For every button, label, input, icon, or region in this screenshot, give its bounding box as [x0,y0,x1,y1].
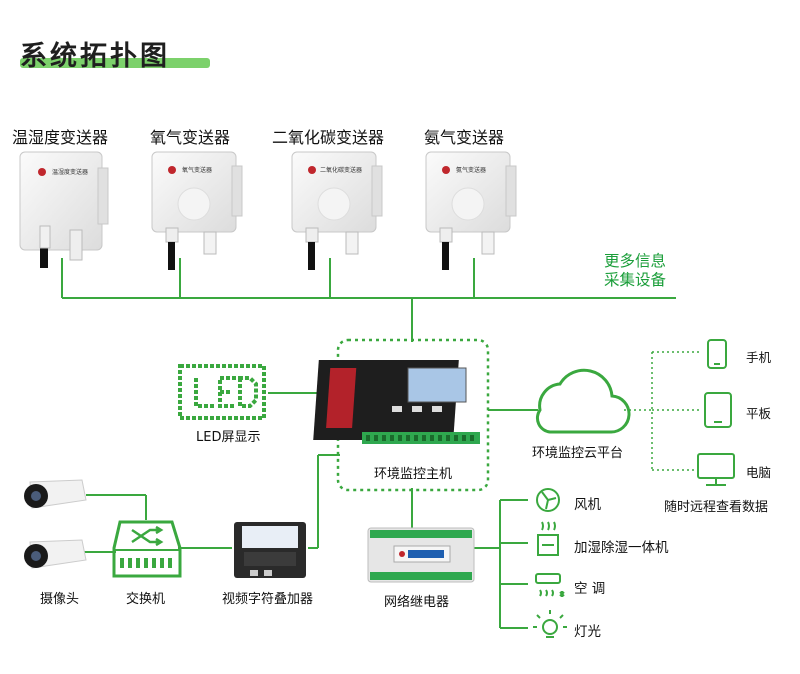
switch-label: 交换机 [126,592,166,607]
led-label: LED屏显示 [196,430,261,445]
fan-icon [536,488,560,512]
terminal-label-computer: 电脑 [746,465,772,480]
sensor-label-ammonia: 氨气变送器 [424,128,505,147]
camera-icon-bottom [24,539,87,569]
sensor-device-text-co2: 二氧化碳变送器 [320,167,363,174]
camera-label: 摄像头 [40,592,80,607]
camera-icon-top [24,479,87,509]
output-label-fan: 风机 [574,497,601,513]
sensor-device-text-temp-humidity: 温湿度变送器 [52,169,89,176]
sensor-device-text-ammonia: 氨气变送器 [456,167,487,174]
tablet-icon [704,392,732,428]
terminal-label-tablet: 平板 [746,406,772,421]
sensor-device-oxygen [151,151,243,270]
light-icon [533,610,567,638]
overlay-label: 视频字符叠加器 [222,592,314,607]
title-underline [20,58,210,68]
sensor-label-oxygen: 氧气变送器 [150,128,231,147]
computer-icon [697,453,735,486]
sensor-label-temp-humidity: 温湿度变送器 [12,128,109,147]
more-devices-line2: 采集设备 [604,271,667,289]
air-conditioner-icon [535,573,565,597]
remote-note: 随时远程查看数据 [664,500,769,515]
phone-icon [707,339,727,369]
output-label-humidifier: 加湿除湿一体机 [574,540,669,556]
sensor-device-temp-humidity [19,151,109,268]
humidifier-icon [537,521,559,556]
terminal-label-phone: 手机 [746,350,772,365]
relay-label: 网络继电器 [384,595,450,610]
more-devices-line1: 更多信息 [604,252,667,270]
page-title: 系统拓扑图 [20,41,170,72]
host-label: 环境监控主机 [374,467,453,482]
cloud-label: 环境监控云平台 [532,446,624,461]
output-label-light: 灯光 [574,624,601,640]
sensor-device-text-oxygen: 氧气变送器 [182,167,213,174]
output-label-air-conditioner: 空 调 [574,581,606,597]
sensor-label-co2: 二氧化碳变送器 [272,128,385,147]
